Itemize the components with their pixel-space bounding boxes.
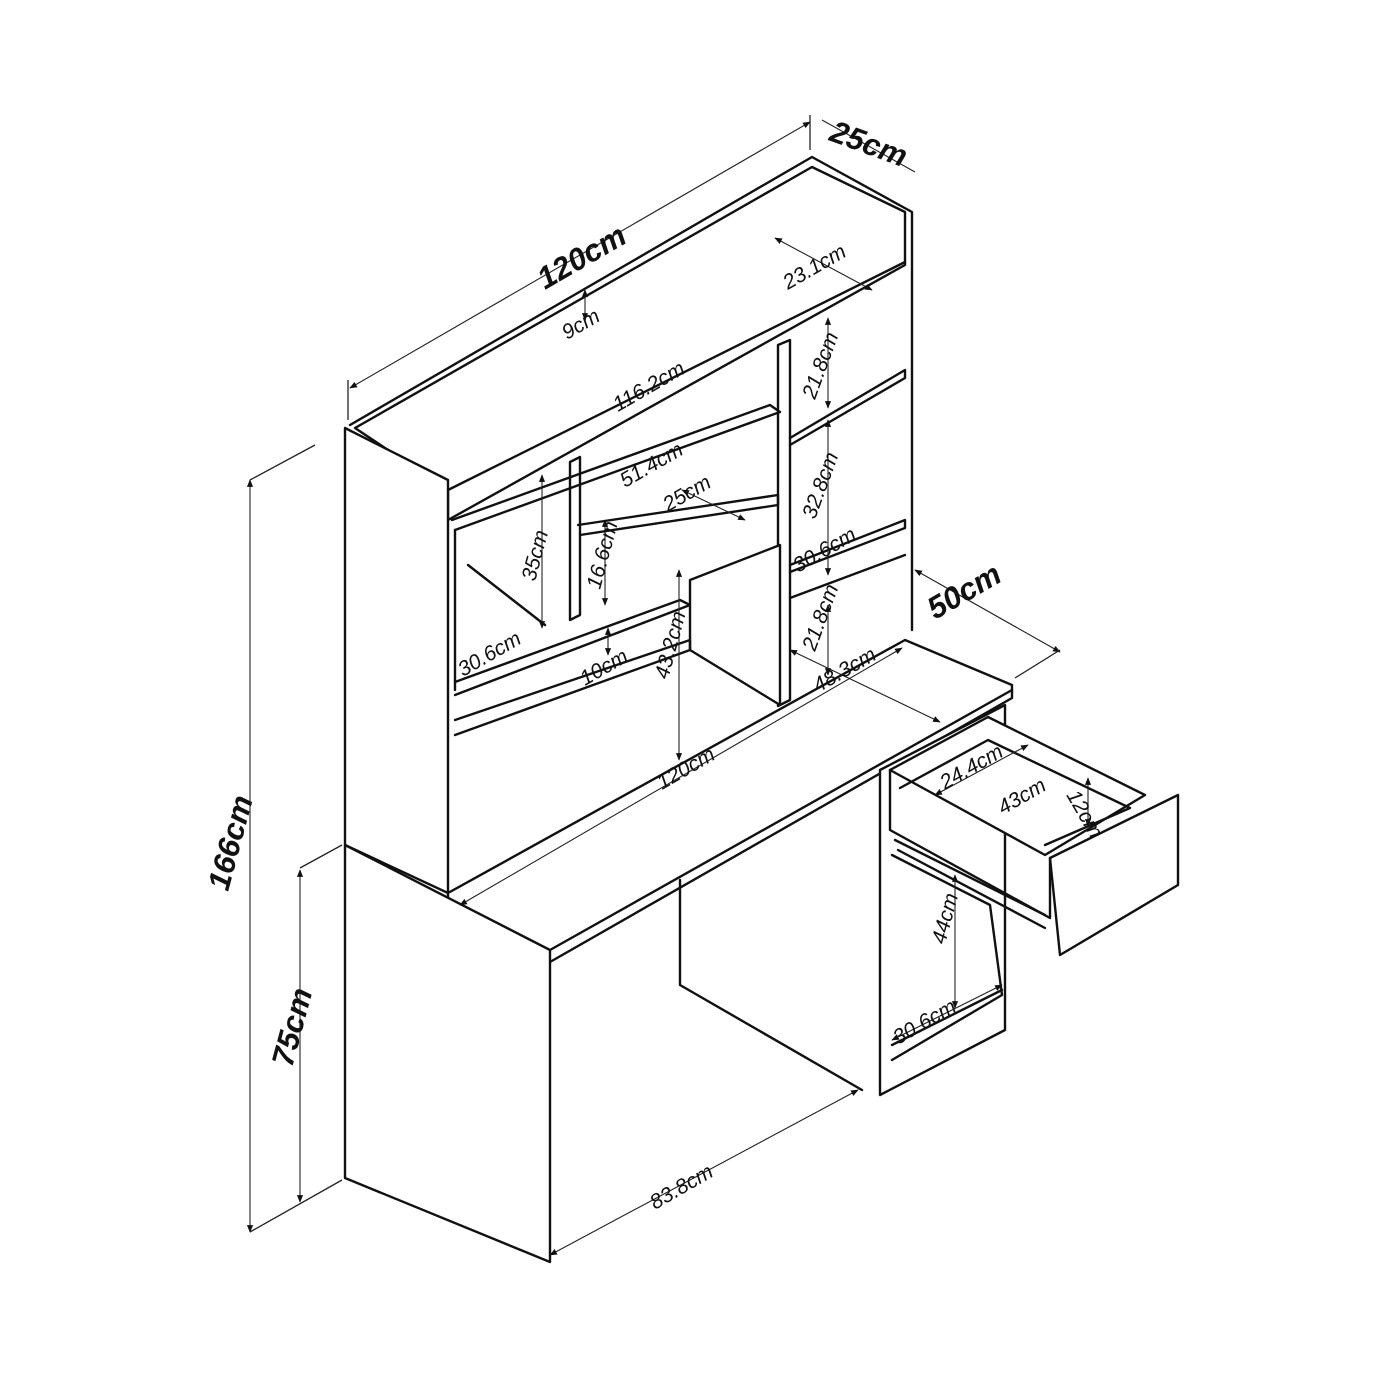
dim-line-shelf-depth bbox=[774, 237, 873, 291]
dim-line-middle-shelf-depth bbox=[681, 489, 746, 521]
label-desk-depth: 50cm bbox=[921, 556, 1007, 626]
right-shelf-2 bbox=[788, 518, 907, 574]
dim-line-cabinet-width bbox=[891, 984, 1003, 1041]
dim-tick bbox=[249, 1179, 343, 1233]
hutch-left-panel bbox=[343, 426, 450, 895]
desk-left-leg bbox=[343, 843, 552, 1264]
hutch-center-panel bbox=[688, 543, 782, 707]
drawer-runner bbox=[893, 838, 1047, 930]
desk-back-panel bbox=[678, 878, 864, 1092]
dim-tick bbox=[1014, 649, 1061, 679]
label-desk-height: 75cm bbox=[265, 984, 319, 1070]
label-depth-top: 25cm bbox=[825, 113, 912, 173]
dim-tick bbox=[299, 844, 343, 869]
label-right-mid-height: 32.8cm bbox=[798, 449, 843, 522]
right-shelf-3 bbox=[788, 553, 907, 600]
dim-line-drawer-width bbox=[934, 744, 1029, 796]
label-middle-shelf-width: 51.4cm bbox=[616, 438, 687, 492]
drawer-front bbox=[1048, 793, 1180, 957]
desk-drawing bbox=[343, 155, 1180, 1264]
dim-line-depth-top bbox=[821, 119, 916, 173]
label-middle-cubby-height: 16.6cm bbox=[583, 519, 623, 591]
label-right-upper-height: 21.8cm bbox=[798, 329, 844, 403]
dimension-lines bbox=[246, 115, 1092, 1256]
dim-line-desk-width bbox=[459, 647, 903, 906]
dim-line-desk-depth bbox=[914, 569, 1061, 653]
label-left-cubby-height: 35cm bbox=[518, 528, 554, 584]
hutch-middle-divider bbox=[568, 455, 582, 622]
dim-line-knee-space bbox=[549, 1089, 859, 1256]
dim-line-width-top bbox=[349, 121, 811, 389]
label-center-opening-height: 43.2cm bbox=[651, 609, 691, 681]
label-knee-space-width: 83.8cm bbox=[646, 1160, 717, 1214]
label-total-height: 166cm bbox=[201, 792, 260, 894]
dim-tick bbox=[249, 444, 316, 481]
middle-upper-shelf bbox=[450, 403, 782, 532]
label-lip-height: 10cm bbox=[576, 645, 632, 691]
right-shelf-1 bbox=[788, 368, 907, 447]
middle-lower-shelf bbox=[576, 493, 780, 537]
left-cubby-side-shade bbox=[453, 528, 547, 692]
